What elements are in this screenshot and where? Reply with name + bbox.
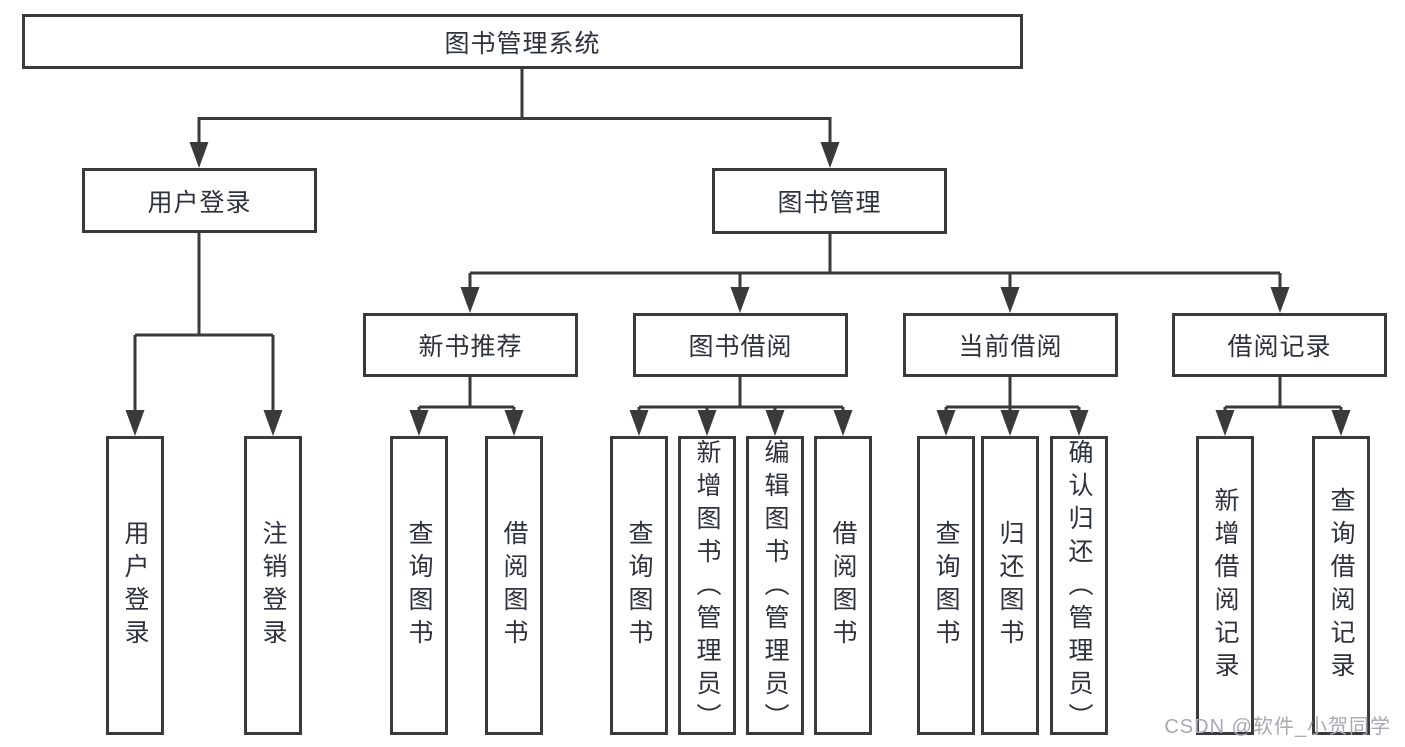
node-borrow-records: 借阅记录 bbox=[1172, 313, 1387, 377]
node-query-books-borrow: 查询图书 bbox=[610, 436, 668, 735]
node-query-books-recommend: 查询图书 bbox=[390, 436, 448, 735]
node-query-books-current: 查询图书 bbox=[917, 436, 975, 735]
node-user-login-action: 用户登录 bbox=[106, 436, 164, 735]
watermark: CSDN @软件_小贺同学 bbox=[1164, 716, 1391, 738]
node-borrow-books-recommend: 借阅图书 bbox=[485, 436, 543, 735]
node-new-book-recommend: 新书推荐 bbox=[363, 313, 578, 377]
node-library-system: 图书管理系统 bbox=[22, 14, 1023, 69]
node-user-login: 用户登录 bbox=[82, 168, 317, 233]
node-query-borrow-record: 查询借阅记录 bbox=[1312, 436, 1370, 735]
node-return-books: 归还图书 bbox=[981, 436, 1039, 735]
node-confirm-return-admin: 确认归还（管理员） bbox=[1050, 436, 1108, 736]
node-add-book-admin: 新增图书（管理员） bbox=[678, 436, 736, 736]
node-book-management: 图书管理 bbox=[712, 168, 947, 234]
node-current-borrow: 当前借阅 bbox=[903, 313, 1118, 377]
node-add-borrow-record: 新增借阅记录 bbox=[1196, 436, 1254, 735]
node-edit-book-admin: 编辑图书（管理员） bbox=[746, 436, 804, 736]
node-book-borrow: 图书借阅 bbox=[633, 313, 848, 377]
node-logout: 注销登录 bbox=[244, 436, 302, 735]
node-borrow-books-borrow: 借阅图书 bbox=[814, 436, 872, 735]
